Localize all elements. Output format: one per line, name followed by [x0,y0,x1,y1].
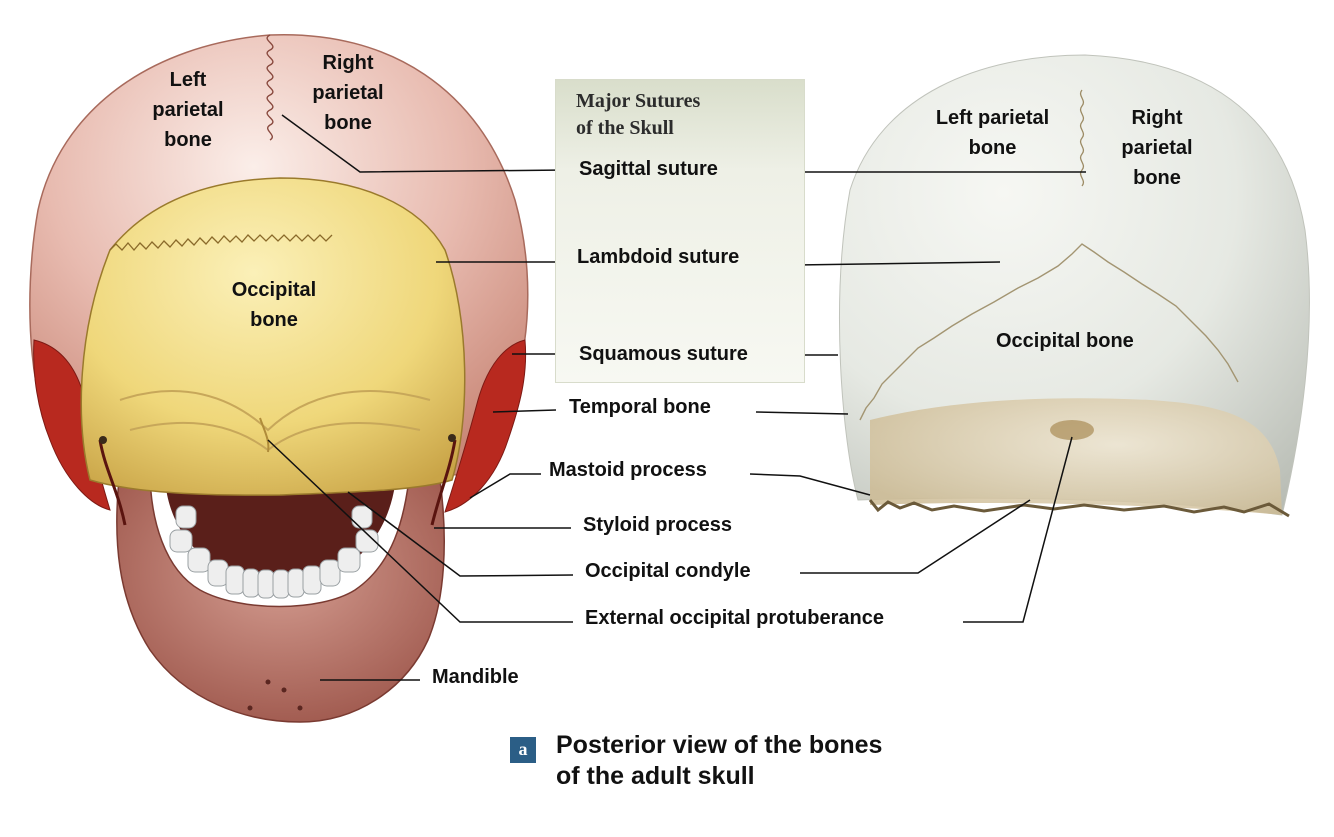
sutures-box-title: Major Sutures of the Skull [576,88,700,142]
label-occipital-condyle: Occipital condyle [585,560,751,582]
sutures-box-title-line1: Major Sutures [576,90,701,112]
sutures-box [556,80,804,382]
label-mastoid-process: Mastoid process [549,459,707,481]
teeth [169,505,379,599]
label-right-parietal-illustration: Right parietal bone [312,52,384,134]
leader-lambdoid-right [795,261,1001,266]
mandible-shape [116,468,445,723]
leader-mastoid-right [749,473,871,496]
figure-badge: a [510,737,536,763]
label-right-parietal-photo: Right parietal bone [1121,107,1193,189]
leader-lines [267,114,1086,681]
leader-sagittal-left [281,114,567,173]
label-external-occipital-protuberance: External occipital protuberance [585,607,884,629]
label-left-parietal-photo: Left parietal bone [935,107,1050,159]
label-lambdoid-suture: Lambdoid suture [577,246,740,268]
label-mandible: Mandible [432,666,519,688]
leader-protuberance-right [963,436,1073,623]
label-occipital-photo: Occipital bone [996,330,1134,352]
label-temporal-bone: Temporal bone [569,396,711,418]
temporal-right [444,339,527,513]
leader-mastoid-left [469,473,541,499]
occipital-region [80,177,466,496]
photo-occipital-shade [870,398,1282,515]
caption-line1: Posterior view of the bones [556,731,883,759]
leader-temporal-right [755,411,849,415]
label-sagittal-suture: Sagittal suture [579,158,718,180]
figure-caption: Posterior view of the bones of the adult… [556,730,882,792]
leader-condyle-left [347,491,574,577]
photo-skull [839,54,1310,518]
caption-line2: of the adult skull [556,762,755,790]
label-styloid-process: Styloid process [583,514,732,536]
label-occipital-illustration: Occipital bone [231,279,317,331]
sutures-box-title-line2: of the Skull [576,117,674,139]
label-left-parietal-illustration: Left parietal bone [152,69,224,151]
leader-condyle-right [800,499,1031,574]
leader-protuberance-left [267,439,573,623]
illustrated-skull [29,33,529,723]
label-squamous-suture: Squamous suture [579,343,748,365]
leader-temporal-left [492,409,557,413]
